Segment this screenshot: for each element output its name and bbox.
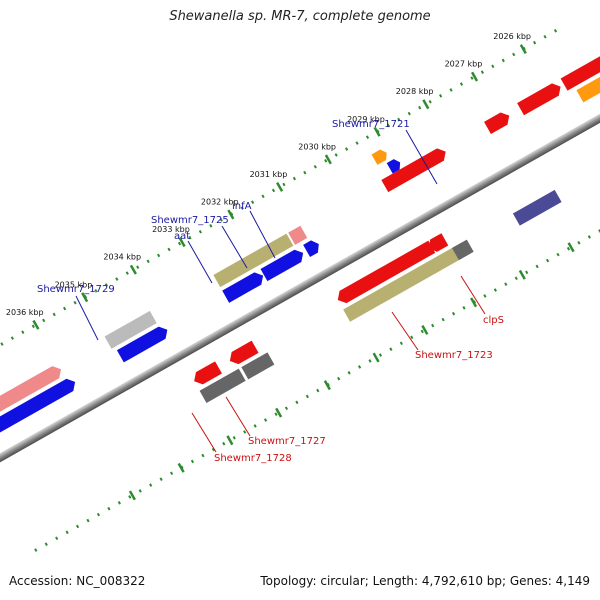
scale-tick — [128, 490, 136, 501]
inner-scale-ticks — [128, 242, 575, 501]
scale-tick-label: 2030 kbp — [298, 142, 336, 151]
gene-forward-orange-1 — [576, 70, 600, 103]
gene-reverse-red-1 — [194, 361, 222, 385]
scale-tick — [129, 264, 137, 275]
scale-tick — [372, 352, 380, 363]
leader-shewmr7-1727 — [225, 396, 251, 437]
gene-reverse-grey-1 — [199, 368, 246, 403]
scale-tick — [226, 435, 234, 446]
gene-forward-red-3 — [484, 112, 510, 135]
scale-tick-label: 2032 kbp — [201, 198, 239, 207]
gene-reverse-olive — [343, 242, 469, 322]
scale-tick — [422, 99, 430, 110]
scale-tick — [519, 44, 527, 55]
leader-shewmr7-1729 — [75, 295, 99, 341]
scale-tick — [177, 462, 185, 473]
outer-scale-dots — [0, 24, 566, 382]
gene-forward-blue-5 — [303, 240, 319, 258]
label-aat: aat — [174, 231, 190, 242]
accession-text: Accession: NC_008322 — [9, 574, 146, 588]
genome-summary: Topology: circular; Length: 4,792,610 bp… — [260, 574, 590, 588]
scale-tick-label: 2026 kbp — [493, 32, 531, 41]
label-infa: infA — [232, 201, 252, 212]
outer-scale-ticks — [32, 44, 527, 330]
scale-tick-label: 2033 kbp — [152, 225, 190, 234]
scale-tick — [518, 269, 526, 280]
gene-forward-pink — [288, 225, 308, 245]
scale-tick-label: 2034 kbp — [103, 253, 141, 262]
scale-tick — [323, 380, 331, 391]
scale-tick-label: 2029 kbp — [347, 115, 385, 124]
gene-forward-orange-2 — [371, 149, 387, 165]
gene-reverse-navy — [512, 189, 562, 226]
leader-aat — [187, 240, 213, 284]
gene-labels: Shewmr7_1721 infA Shewmr7_1725 aat Shewm… — [37, 119, 504, 464]
gene-forward-red-4 — [517, 83, 561, 116]
gene-reverse-red-3 — [337, 240, 436, 304]
leader-shewmr7-1728 — [191, 412, 217, 453]
leader-clps — [460, 275, 486, 315]
scale-tick — [567, 242, 575, 253]
label-shewmr7-1728: Shewmr7_1728 — [214, 453, 292, 464]
scale-tick — [421, 324, 429, 335]
label-shewmr7-1729: Shewmr7_1729 — [37, 284, 115, 295]
scale-tick — [32, 319, 40, 330]
leader-infa — [249, 210, 276, 259]
scale-tick-label: 2036 kbp — [6, 308, 44, 317]
gene-forward-blue-3 — [222, 272, 264, 303]
leader-shewmr7-1723 — [391, 311, 419, 351]
label-shewmr7-1721: Shewmr7_1721 — [332, 119, 410, 130]
scale-tick — [373, 126, 381, 137]
leader-shewmr7-1721 — [405, 129, 438, 185]
scale-tick — [276, 181, 284, 192]
scale-tick — [324, 154, 332, 165]
gene-forward-blue-4 — [260, 249, 304, 282]
label-shewmr7-1727: Shewmr7_1727 — [248, 436, 326, 447]
scale-tick — [471, 71, 479, 82]
genome-backbone — [0, 97, 600, 479]
gene-forward-blue-6 — [386, 159, 401, 174]
map-title: Shewanella sp. MR-7, complete genome — [169, 9, 431, 24]
outer-scale — [0, 24, 566, 382]
gene-reverse-grey-3 — [451, 239, 474, 261]
label-leaders — [75, 129, 486, 453]
scale-tick — [227, 209, 235, 220]
gene-forward-blue-1 — [0, 378, 76, 456]
label-shewmr7-1723: Shewmr7_1723 — [415, 350, 493, 361]
scale-tick-label: 2027 kbp — [445, 60, 483, 69]
scale-tick — [81, 292, 89, 303]
scale-tick — [178, 237, 186, 248]
gene-forward-red-2 — [381, 148, 446, 193]
scale-tick-labels: 2026 kbp 2027 kbp 2028 kbp 2029 kbp 2030 kbp… — [6, 32, 531, 317]
label-shewmr7-1725: Shewmr7_1725 — [151, 215, 229, 226]
gene-reverse-red-4 — [429, 233, 449, 252]
scale-tick — [470, 297, 478, 308]
gene-forward-red-5 — [560, 53, 600, 91]
gene-reverse-red-2 — [229, 340, 259, 365]
gene-forward-red-1 — [0, 366, 62, 441]
gene-forward-lightgrey — [104, 310, 157, 349]
scale-tick-label: 2035 kbp — [55, 280, 93, 289]
leader-shewmr7-1725 — [221, 225, 248, 269]
gene-forward-blue-2 — [116, 326, 168, 363]
gene-forward-olive — [213, 233, 294, 288]
scale-tick — [275, 407, 283, 418]
map-strip — [0, 24, 600, 552]
label-clps: clpS — [483, 315, 504, 326]
scale-tick-label: 2028 kbp — [396, 87, 434, 96]
scale-tick-label: 2031 kbp — [250, 170, 288, 179]
gene-reverse-grey-2 — [241, 352, 275, 380]
